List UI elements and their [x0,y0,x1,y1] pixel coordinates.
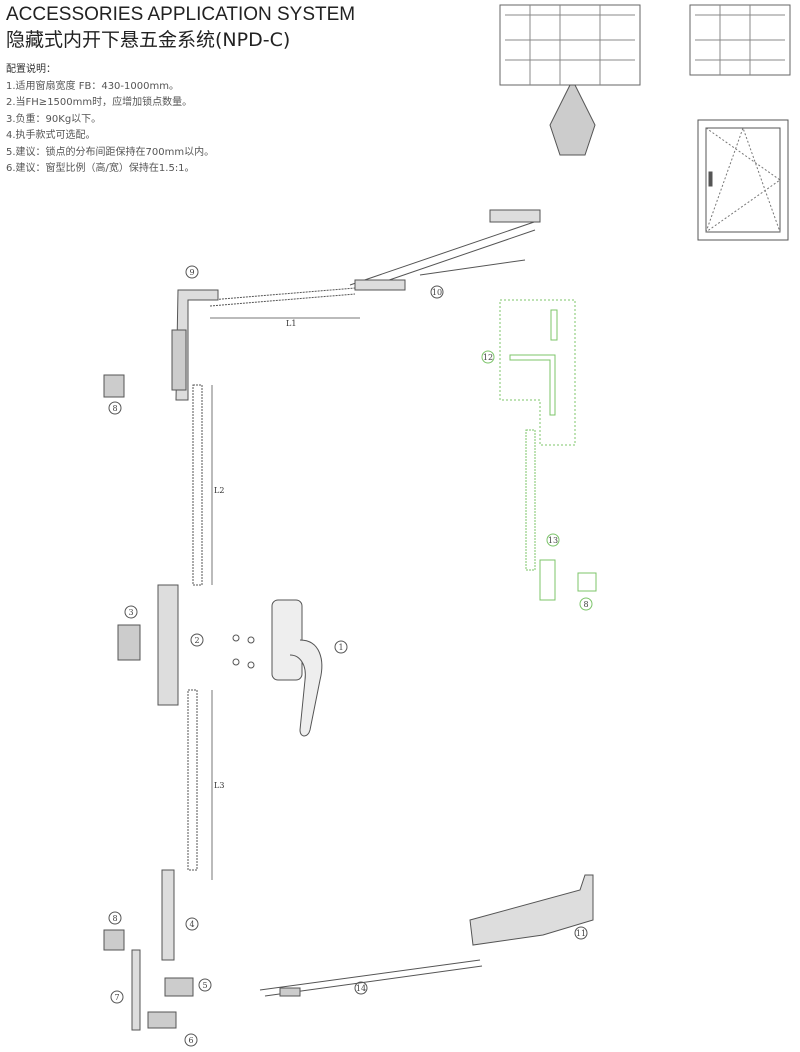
title-english: ACCESSORIES APPLICATION SYSTEM [6,4,356,25]
callout-5: 5 [202,981,207,990]
bottom-stay [259,959,483,997]
optional-parts-group [499,299,597,601]
note-item: 1.适用窗扇宽度 FB：430-1000mm。 [6,80,179,92]
window-tilt-turn-icon [697,119,789,241]
handle [271,599,323,737]
callout-3: 3 [128,608,133,617]
callout-9: 9 [189,268,194,277]
vertical-rod-lower [187,689,213,880]
keeper [103,374,125,398]
keeper [103,929,125,951]
note-item: 3.负重：90Kg以下。 [6,113,102,125]
callout-14: 14 [356,984,366,993]
profile-section-1 [499,4,641,156]
callout-8-optional: 8 [583,600,588,609]
note-item: 2.当FH≥1500mm时，应增加锁点数量。 [6,97,193,108]
note-item: 4.执手款式可选配。 [6,130,96,141]
callout-1: 1 [338,643,343,652]
dimension-l3: L3 [214,781,224,790]
callout-11: 11 [576,929,586,938]
gearbox [117,584,255,706]
configuration-notes: 配置说明： 1.适用窗扇宽度 FB：430-1000mm。 2.当FH≥1500… [6,62,214,178]
dimension-l2: L2 [214,486,224,495]
vertical-rod-upper [192,384,213,586]
callout-10: 10 [432,288,442,297]
bottom-lock-parts [131,869,194,1031]
callout-6: 6 [188,1036,193,1045]
corner-drive [171,289,219,401]
notes-heading: 配置说明： [6,64,56,75]
bottom-hinge [469,874,594,946]
dimension-l1: L1 [286,319,296,328]
stay-arm [349,209,541,291]
callout-12: 12 [483,353,493,362]
callout-13: 13 [548,536,558,545]
profile-section-2 [689,4,791,76]
top-rod [209,287,360,319]
callout-8: 8 [112,404,117,413]
callout-4: 4 [189,920,194,929]
callout-7: 7 [114,993,119,1002]
callout-2: 2 [194,636,199,645]
note-item: 5.建议：锁点的分布间距保持在700mm以内。 [6,146,215,158]
title-chinese: 隐藏式内开下悬五金系统(NPD-C) [6,29,291,51]
callout-8: 8 [112,914,117,923]
note-item: 6.建议：窗型比例（高/宽）保持在1.5:1。 [6,163,195,174]
